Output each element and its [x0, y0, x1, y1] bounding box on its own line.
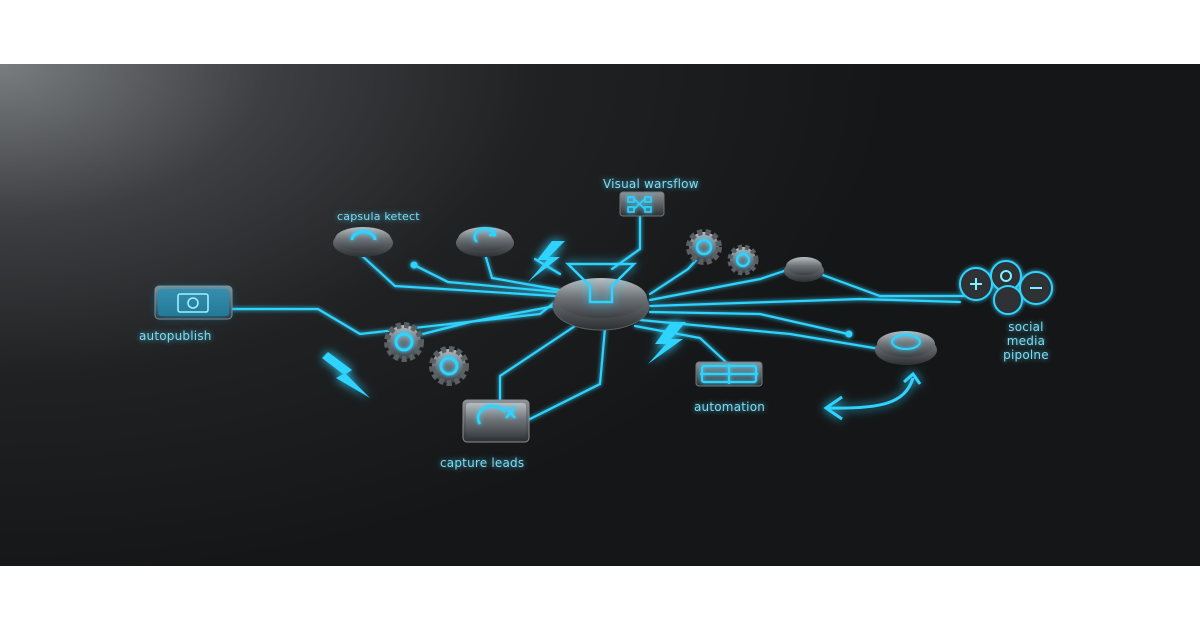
line-capture-hub-2: [526, 326, 607, 422]
network-icon: [627, 196, 652, 213]
connection-lines: [230, 214, 967, 422]
label-capsule-effect: capsula ketect: [337, 210, 420, 223]
capture-leads-node: [462, 399, 530, 443]
label-automation: automation: [694, 400, 766, 414]
funnel-hub: [552, 262, 650, 331]
label-social-media-pipeline: social media pipolne: [1003, 320, 1049, 362]
lightning-icon: [322, 352, 370, 398]
social-icon: [993, 285, 1023, 315]
gear-icon: [429, 346, 469, 386]
lightning-icons: [322, 241, 686, 398]
button-node-large: [875, 331, 937, 365]
social-icons: [959, 260, 1053, 315]
refresh-icon: [350, 230, 377, 241]
connection-dots: [410, 261, 853, 338]
button-node: [784, 257, 824, 282]
line-top-hub: [610, 214, 642, 271]
arrow-icon: [823, 371, 922, 421]
refresh-node: [456, 227, 514, 257]
automation-node: [695, 361, 763, 387]
refresh-icon: [473, 227, 496, 243]
label-autopublish: autopublish: [139, 329, 212, 343]
line-social-upper: [818, 272, 967, 298]
line-hub-button-right: [638, 318, 882, 351]
line-capsule-hub: [358, 252, 557, 298]
funnel-icon: [564, 262, 638, 304]
line-hub-automation: [633, 324, 730, 366]
autopublish-node: [154, 285, 233, 320]
line-dot-hub: [412, 263, 560, 294]
gear-icon: [686, 229, 722, 265]
line-refresh-hub: [483, 252, 562, 292]
lightning-icon: [528, 241, 565, 282]
line-capture-hub: [498, 324, 577, 402]
capsule-effect-node: [333, 227, 393, 257]
gear-icon: [727, 244, 759, 276]
line-hub-social: [648, 297, 962, 308]
workflow-diagram: [154, 191, 1053, 443]
visual-workflow-node: [619, 191, 665, 217]
line-hub-button: [648, 267, 792, 302]
line-gears-hub: [413, 304, 557, 338]
gears-left: [384, 322, 469, 386]
lightning-icon: [648, 322, 686, 364]
gear-icon: [384, 322, 424, 362]
camera-icon: [177, 293, 209, 313]
diagram-stage: Visual warsflow capsula ketect autopubli…: [0, 64, 1200, 566]
line-hub-gears-right: [648, 254, 702, 296]
label-visual-workflow: Visual warsflow: [603, 177, 699, 191]
line-hub-dot-right: [648, 310, 850, 336]
refresh-icon: [476, 404, 507, 425]
label-capture-leads: capture leads: [440, 456, 525, 470]
dot-left: [410, 261, 418, 269]
dot-right: [845, 330, 853, 338]
gears-right: [686, 229, 759, 276]
